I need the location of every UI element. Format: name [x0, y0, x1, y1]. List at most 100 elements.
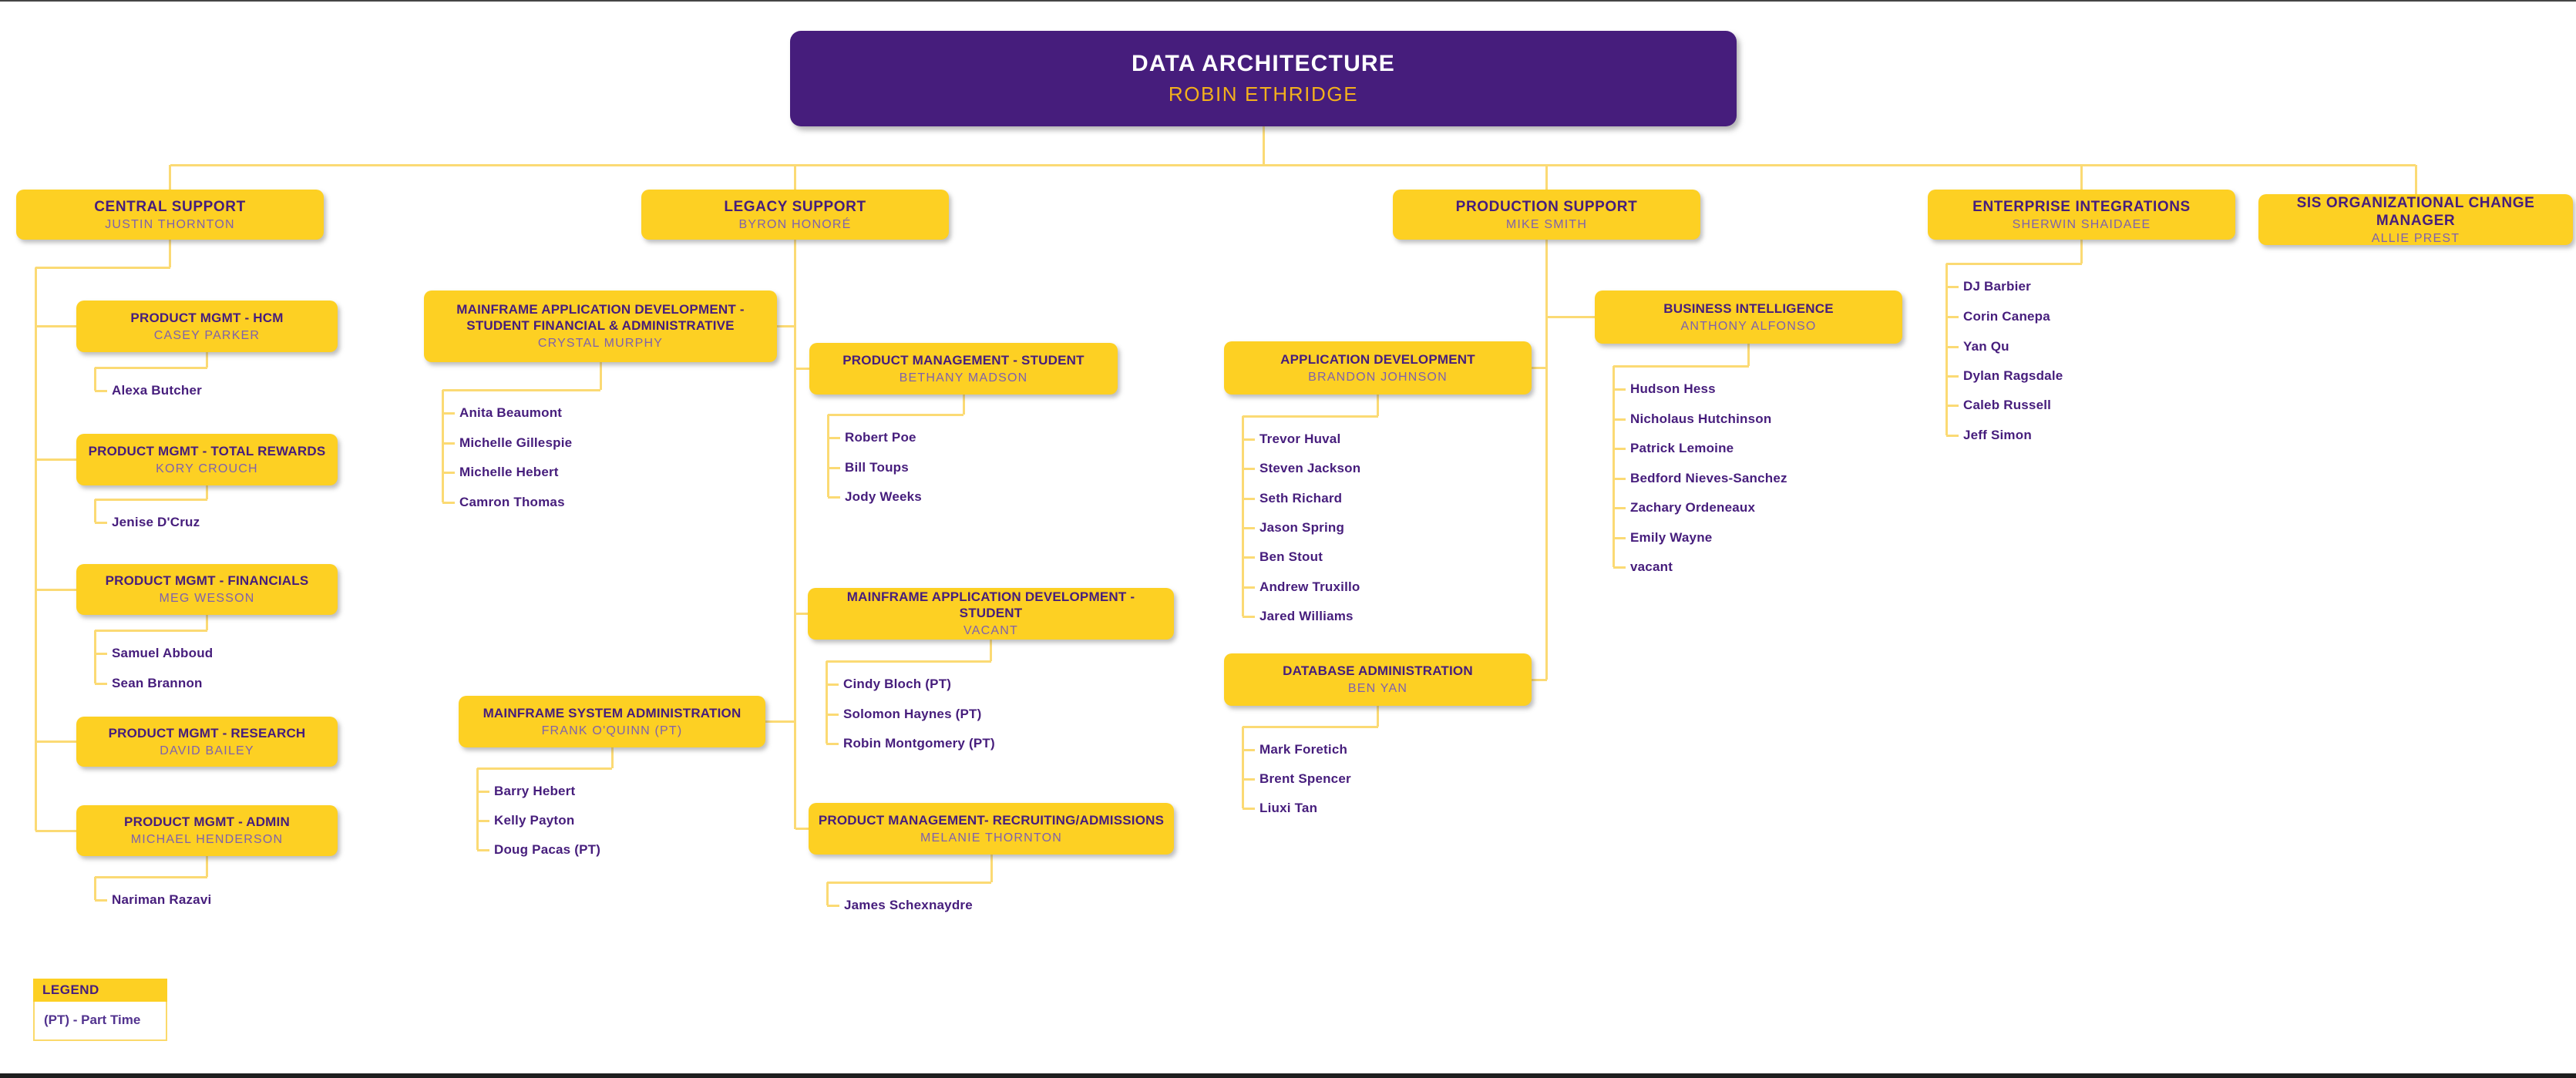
staff-name: Seth Richard — [1259, 491, 1343, 505]
org-box-title: DATA ARCHITECTURE — [1131, 51, 1396, 76]
connector-line — [828, 466, 840, 469]
staff-name: Sean Brannon — [112, 676, 203, 690]
org-box-title: APPLICATION DEVELOPMENT — [1280, 351, 1475, 367]
connector-line — [95, 521, 107, 524]
org-box-manager: ALLIE PREST — [2371, 231, 2460, 245]
org-box-manager: BRANDON JOHNSON — [1308, 370, 1448, 384]
connector-line — [777, 325, 795, 327]
org-box-mainframe-app-dev-student: MAINFRAME APPLICATION DEVELOPMENT - STUD… — [808, 588, 1174, 640]
connector-line — [170, 163, 2416, 166]
connector-line — [1946, 345, 1959, 348]
staff-name: Cindy Bloch (PT) — [843, 677, 952, 691]
staff-name: Trevor Huval — [1259, 432, 1341, 446]
org-box-title: PRODUCT MGMT - RESEARCH — [108, 725, 306, 740]
connector-line — [794, 240, 796, 829]
connector-line — [827, 881, 991, 884]
staff-name: Anita Beaumont — [459, 405, 563, 420]
connector-line — [2414, 165, 2417, 194]
connector-line — [1946, 434, 1959, 437]
connector-line — [477, 848, 489, 851]
org-box-manager: CASEY PARKER — [153, 328, 261, 342]
staff-name: Corin Canepa — [1963, 309, 2050, 324]
connector-line — [990, 855, 993, 882]
connector-line — [95, 366, 207, 369]
connector-line — [35, 740, 76, 743]
connector-line — [1613, 418, 1626, 421]
staff-name: Robin Montgomery (PT) — [843, 736, 995, 751]
connector-line — [1243, 497, 1255, 500]
org-box-manager: MICHAEL HENDERSON — [130, 833, 284, 847]
connector-line — [1946, 315, 1959, 318]
connector-line — [826, 683, 839, 686]
org-box-manager: ANTHONY ALFONSO — [1680, 319, 1817, 333]
connector-line — [95, 389, 107, 392]
staff-name: Michelle Gillespie — [459, 435, 573, 450]
connector-line — [1377, 395, 1379, 416]
org-box-product-mgmt-admin: PRODUCT MGMT - ADMIN MICHAEL HENDERSON — [76, 805, 338, 856]
staff-name: Yan Qu — [1963, 339, 2009, 354]
org-box-product-management-recruiting-admissions: PRODUCT MANAGEMENT- RECRUITING/ADMISSION… — [809, 803, 1174, 855]
connector-line — [1613, 506, 1626, 509]
connector-line — [990, 640, 992, 661]
legend-entry: (PT) - Part Time — [33, 1002, 167, 1041]
org-box-title: CENTRAL SUPPORT — [94, 198, 246, 215]
connector-line — [1946, 404, 1959, 407]
staff-name: Jeff Simon — [1963, 428, 2032, 442]
connector-line — [93, 630, 96, 683]
staff-name: Nariman Razavi — [112, 892, 212, 907]
connector-line — [1546, 316, 1595, 318]
org-box-application-development: APPLICATION DEVELOPMENT BRANDON JOHNSON — [1224, 341, 1532, 395]
connector-line — [1612, 366, 1615, 567]
connector-line — [1243, 415, 1378, 418]
staff-name: Doug Pacas (PT) — [494, 842, 601, 857]
connector-line — [442, 388, 600, 391]
staff-name: Zachary Ordeneaux — [1630, 500, 1756, 515]
org-box-manager: SHERWIN SHAIDAEE — [2012, 217, 2151, 231]
connector-line — [2080, 240, 2083, 264]
connector-line — [2080, 165, 2083, 190]
staff-name: Solomon Haynes (PT) — [843, 707, 982, 721]
connector-line — [828, 495, 840, 499]
staff-name: Kelly Payton — [494, 813, 575, 828]
connector-line — [95, 682, 107, 685]
org-box-title: MAINFRAME APPLICATION DEVELOPMENT - STUD… — [456, 302, 745, 334]
legend-header: LEGEND — [33, 979, 167, 1002]
connector-line — [442, 501, 455, 504]
staff-name: Andrew Truxillo — [1259, 579, 1360, 594]
connector-line — [1946, 262, 2082, 265]
staff-name: Barry Hebert — [494, 784, 576, 798]
connector-line — [1946, 285, 1959, 288]
staff-name: Patrick Lemoine — [1630, 441, 1734, 455]
org-box-manager: DAVID BAILEY — [160, 744, 254, 757]
org-box-product-mgmt-research: PRODUCT MGMT - RESEARCH DAVID BAILEY — [76, 717, 338, 767]
staff-name: Steven Jackson — [1259, 461, 1361, 475]
connector-line — [95, 652, 107, 655]
connector-line — [95, 498, 207, 501]
connector-line — [1613, 477, 1626, 480]
connector-line — [828, 413, 963, 416]
staff-name: Mark Foretich — [1259, 742, 1348, 757]
connector-line — [1243, 725, 1378, 728]
org-box-title: PRODUCT MGMT - ADMIN — [124, 814, 290, 830]
connector-line — [206, 615, 208, 630]
connector-line — [206, 352, 208, 368]
connector-line — [1243, 556, 1255, 559]
staff-name: Nicholaus Hutchinson — [1630, 411, 1772, 426]
connector-line — [1613, 388, 1626, 391]
connector-line — [1243, 467, 1255, 470]
connector-line — [1262, 126, 1265, 165]
connector-line — [35, 325, 76, 327]
staff-name: DJ Barbier — [1963, 279, 2031, 294]
staff-name: Emily Wayne — [1630, 530, 1713, 545]
connector-line — [826, 882, 829, 905]
connector-line — [34, 267, 37, 831]
staff-name: Caleb Russell — [1963, 398, 2052, 412]
org-box-data-architecture: DATA ARCHITECTURE ROBIN ETHRIDGE — [790, 31, 1737, 126]
connector-line — [1946, 374, 1959, 378]
